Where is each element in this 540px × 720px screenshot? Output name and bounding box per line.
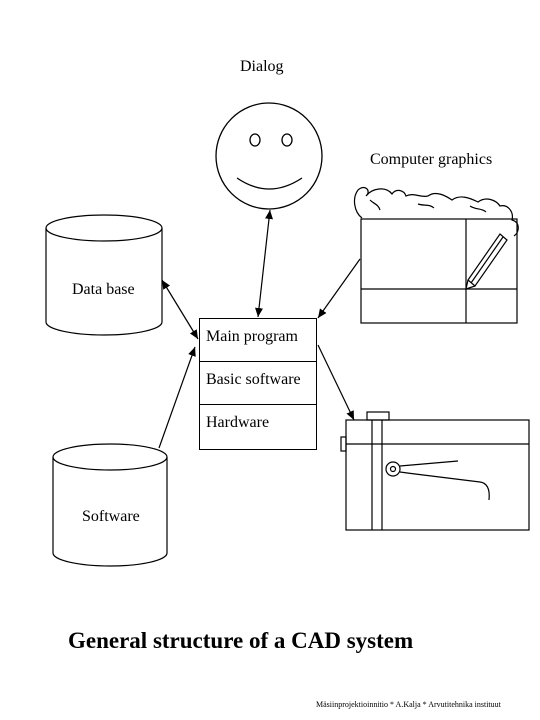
software-main-arrow	[158, 346, 196, 449]
system-stack: Main program Basic software Hardware	[199, 318, 317, 450]
hardware-cell: Hardware	[206, 414, 270, 431]
connector-arrows	[158, 209, 361, 449]
footer-credit: Mäsiinprojektioinnitio * A.Kalja * Arvut…	[316, 700, 501, 709]
basic-software-cell: Basic software	[200, 362, 316, 405]
dialog-main-arrow	[255, 209, 273, 318]
database-cylinder-icon	[45, 214, 163, 336]
smiley-face-icon	[215, 102, 323, 210]
software-label: Software	[82, 508, 140, 525]
database-main-arrow	[161, 279, 199, 340]
dialog-label: Dialog	[240, 58, 284, 75]
graphics-main-arrow	[317, 258, 361, 319]
page-title: General structure of a CAD system	[68, 628, 414, 653]
graphics-terminal-icon	[353, 186, 519, 324]
software-cylinder-icon	[52, 443, 168, 567]
computer-graphics-label: Computer graphics	[370, 151, 493, 168]
data-base-label: Data base	[72, 281, 135, 298]
plotter-icon	[340, 411, 530, 531]
main-program-cell: Main program	[200, 319, 316, 362]
main-plotter-arrow	[317, 344, 355, 421]
pen-icon	[465, 233, 508, 290]
